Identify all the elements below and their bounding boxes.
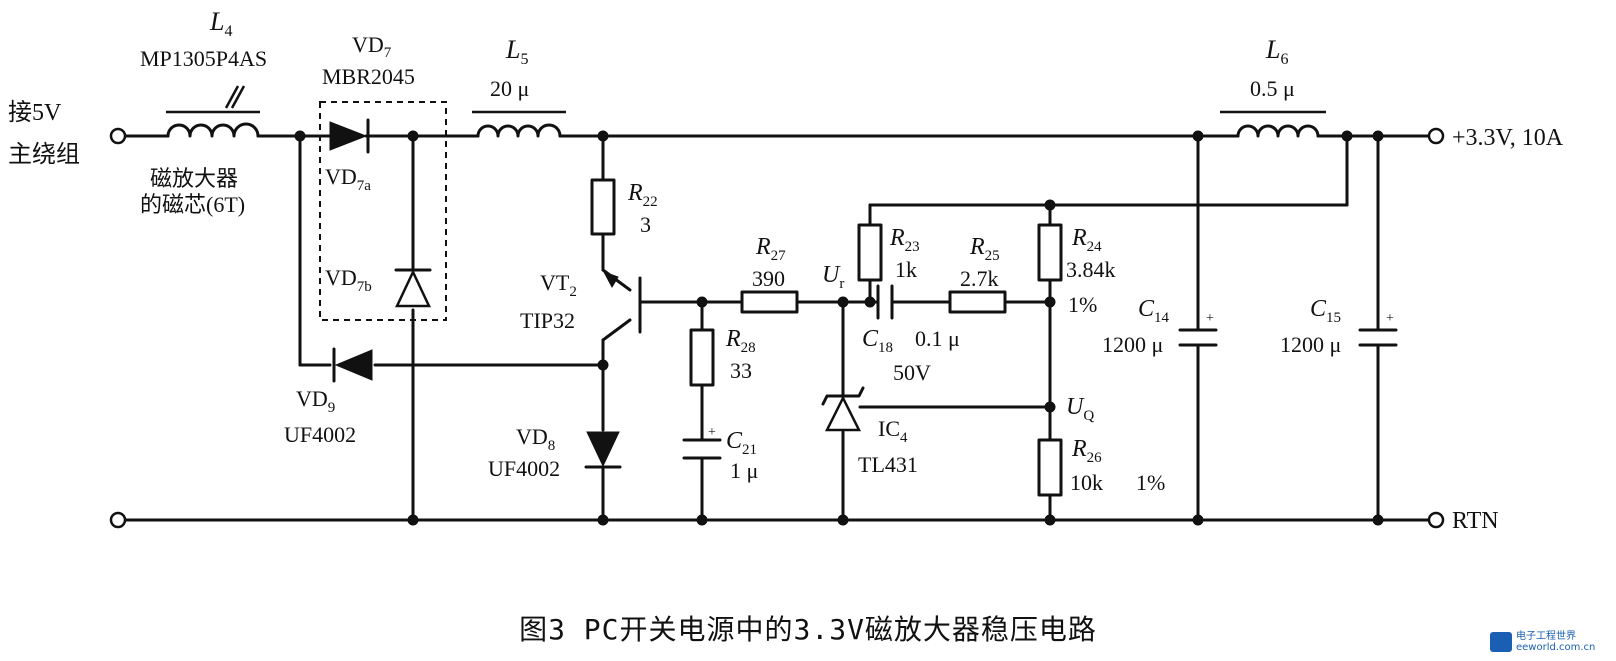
inductor-l4 <box>166 85 260 138</box>
c21-value: 1 μ <box>730 458 758 483</box>
wires <box>123 134 1430 522</box>
resistor-r25 <box>948 290 1007 314</box>
r22-value: 3 <box>640 212 651 237</box>
r26-tolerance: 1% <box>1136 470 1165 495</box>
r24-value: 3.84k <box>1066 257 1116 282</box>
vd7b-ref: VD7b <box>325 265 372 295</box>
l4-note1: 磁放大器 <box>150 166 238 191</box>
junction-dots <box>294 130 1384 526</box>
vd8-part: UF4002 <box>488 456 560 481</box>
r25-value: 2.7k <box>960 266 999 291</box>
c21-ref: C21 <box>726 428 757 458</box>
diode-vd9 <box>332 347 373 383</box>
eeworld-logo-icon <box>1490 632 1512 652</box>
capacitor-c21: + <box>682 425 722 460</box>
resistor-r27 <box>740 290 799 314</box>
input-return-terminal[interactable] <box>109 511 127 529</box>
rtn-label: RTN <box>1452 508 1499 534</box>
ur-label: Ur <box>822 262 844 292</box>
c14-ref: C14 <box>1138 296 1170 326</box>
r24-tolerance: 1% <box>1068 292 1097 317</box>
r23-ref: R23 <box>889 225 920 255</box>
r28-value: 33 <box>730 358 752 383</box>
vd8-ref: VD8 <box>516 424 555 454</box>
watermark: 电子工程世界 eeworld.com.cn <box>1490 630 1610 654</box>
inductor-l6 <box>1220 110 1326 138</box>
resistor-r23 <box>857 223 883 282</box>
c15-value: 1200 μ <box>1280 332 1341 357</box>
r26-ref: R26 <box>1071 436 1102 466</box>
input-terminal[interactable] <box>109 127 127 145</box>
l4-ref: L4 <box>209 7 232 40</box>
watermark-line2: eeworld.com.cn <box>1516 642 1596 653</box>
l4-part: MP1305P4AS <box>140 46 267 71</box>
figure-caption: 图3 PC开关电源中的3.3V磁放大器稳压电路 <box>519 613 1097 646</box>
diode-vd8 <box>584 431 622 469</box>
vd7-part: MBR2045 <box>322 64 415 89</box>
r27-ref: R27 <box>755 234 786 264</box>
r27-value: 390 <box>752 266 785 291</box>
capacitor-c15: + <box>1358 311 1398 347</box>
rtn-terminal[interactable] <box>1427 511 1445 529</box>
svg-text:+: + <box>1386 311 1394 326</box>
vd7-package <box>319 101 447 321</box>
watermark-line1: 电子工程世界 <box>1516 631 1576 642</box>
shunt-regulator-ic4 <box>821 386 865 432</box>
c18-value: 0.1 μ <box>915 326 960 351</box>
resistor-r28 <box>689 328 715 387</box>
r23-value: 1k <box>895 257 917 282</box>
resistor-r22 <box>590 178 616 236</box>
output-terminal[interactable] <box>1427 127 1445 145</box>
vd7-ref: VD7 <box>352 32 392 61</box>
r25-ref: R25 <box>969 234 1000 264</box>
vt2-part: TIP32 <box>520 308 575 333</box>
l6-ref: L6 <box>1265 35 1288 68</box>
vd9-part: UF4002 <box>284 422 356 447</box>
uq-label: UQ <box>1066 394 1094 424</box>
ic4-ref: IC4 <box>878 416 908 446</box>
l4-note2: 的磁芯(6T) <box>140 192 245 217</box>
diode-vd7b <box>394 268 432 308</box>
c14-value: 1200 μ <box>1102 332 1163 357</box>
vd9-ref: VD9 <box>296 386 335 416</box>
vt2-ref: VT2 <box>540 270 577 300</box>
l5-value: 20 μ <box>490 76 529 101</box>
r26-value: 10k <box>1070 470 1103 495</box>
input-label-line1: 接5V <box>8 99 62 126</box>
c18-voltage: 50V <box>893 360 931 385</box>
capacitor-c14: + <box>1178 311 1218 347</box>
r24-ref: R24 <box>1071 225 1102 255</box>
ic4-part: TL431 <box>858 452 918 477</box>
l5-ref: L5 <box>505 35 528 68</box>
resistor-r26 <box>1037 438 1063 497</box>
c18-ref: C18 <box>862 326 893 356</box>
svg-text:+: + <box>1206 311 1214 326</box>
l6-value: 0.5 μ <box>1250 76 1295 101</box>
input-label-line2: 主绕组 <box>8 141 80 168</box>
c15-ref: C15 <box>1310 296 1341 326</box>
transistor-vt2 <box>602 271 642 334</box>
resistor-r24 <box>1037 223 1063 282</box>
diode-vd7a <box>329 118 374 154</box>
svg-text:+: + <box>708 425 716 440</box>
output-label: +3.3V, 10A <box>1452 125 1564 151</box>
inductor-l5 <box>472 110 566 138</box>
vd7a-ref: VD7a <box>325 164 371 194</box>
capacitor-c18 <box>876 284 908 320</box>
r22-ref: R22 <box>627 180 658 210</box>
r28-ref: R28 <box>725 326 756 356</box>
